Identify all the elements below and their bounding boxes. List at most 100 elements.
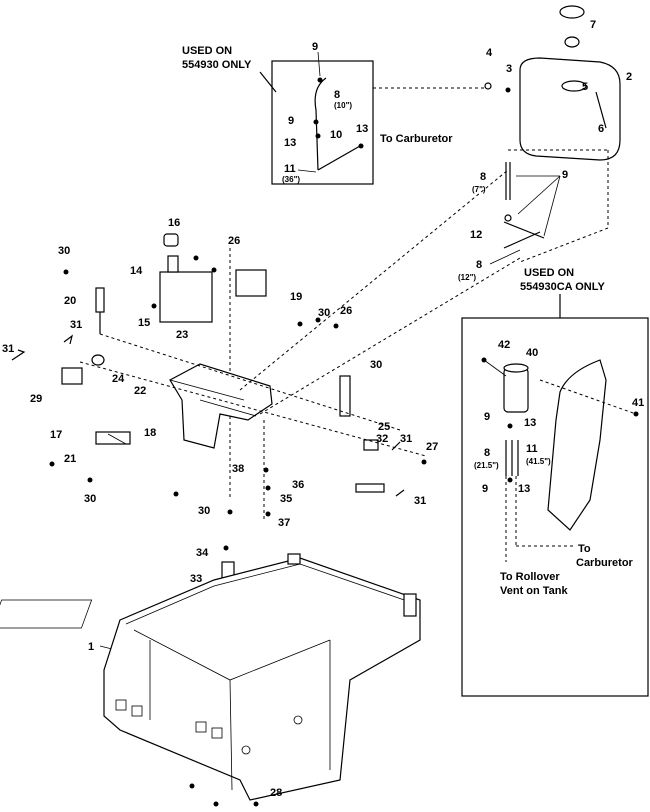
callout-26: 26 bbox=[340, 305, 352, 317]
callout-21: 21 bbox=[64, 453, 76, 465]
note-to: To bbox=[578, 543, 591, 555]
callout-5: 5 bbox=[582, 81, 588, 93]
callout-28: 28 bbox=[270, 787, 282, 799]
canister-bracket bbox=[547, 359, 607, 531]
tank-hoses: 8 (7") 9 12 8 (12") bbox=[458, 162, 609, 282]
callout-13: 13 bbox=[284, 137, 296, 149]
note-to-carburetor: To Carburetor bbox=[380, 133, 453, 145]
callout-8: 8 bbox=[476, 259, 482, 271]
bushing bbox=[363, 439, 379, 451]
callout-26: 26 bbox=[228, 235, 240, 247]
callout-31: 31 bbox=[400, 433, 412, 445]
callout-36: 36 bbox=[292, 479, 304, 491]
callout-16: 16 bbox=[168, 217, 180, 229]
inset-554930: USED ON 554930 ONLY 9 8 (10") 9 10 13 13… bbox=[182, 41, 486, 185]
control-tower: 22 30 26 30 25 32 31 27 31 38 36 35 30 3… bbox=[79, 169, 521, 529]
clamp bbox=[315, 133, 321, 139]
tank-body bbox=[519, 57, 621, 161]
callout-7: 7 bbox=[590, 19, 596, 31]
callout-30: 30 bbox=[318, 307, 330, 319]
callout-40: 40 bbox=[526, 347, 538, 359]
dim-41-5in: (41.5") bbox=[526, 457, 551, 466]
dim-7in: (7") bbox=[472, 185, 486, 194]
inset-title-line1: USED ON bbox=[524, 267, 574, 279]
callout-8: 8 bbox=[484, 447, 490, 459]
tank-filler-neck bbox=[561, 80, 587, 92]
callout-8: 8 bbox=[480, 171, 486, 183]
callout-9: 9 bbox=[482, 483, 488, 495]
inset-title-line1: USED ON bbox=[182, 45, 232, 57]
fitting bbox=[484, 82, 492, 90]
callout-10: 10 bbox=[330, 129, 342, 141]
callout-27: 27 bbox=[426, 441, 438, 453]
battery bbox=[235, 269, 267, 297]
clamp bbox=[358, 143, 364, 149]
main-frame: 34 33 1 28 bbox=[0, 545, 421, 807]
callout-13: 13 bbox=[356, 123, 368, 135]
callout-37: 37 bbox=[278, 517, 290, 529]
callout-3: 3 bbox=[506, 63, 512, 75]
relay bbox=[167, 255, 179, 273]
callout-9: 9 bbox=[562, 169, 568, 181]
callout-8: 8 bbox=[334, 89, 340, 101]
callout-18: 18 bbox=[144, 427, 156, 439]
frame-body bbox=[103, 557, 421, 801]
fuel-cap bbox=[559, 5, 585, 19]
gas-spring bbox=[95, 287, 105, 313]
callout-14: 14 bbox=[130, 265, 143, 277]
pin bbox=[355, 483, 385, 493]
vapor-canister bbox=[503, 367, 529, 413]
note-carburetor: Carburetor bbox=[576, 557, 634, 569]
callout-9: 9 bbox=[312, 41, 318, 53]
callout-25: 25 bbox=[378, 421, 390, 433]
dim-21-5in: (21.5") bbox=[474, 461, 499, 470]
note-to-rollover: To Rollover bbox=[500, 571, 560, 583]
callout-11: 11 bbox=[526, 443, 538, 455]
callout-15: 15 bbox=[138, 317, 150, 329]
cover bbox=[163, 233, 179, 247]
callout-31: 31 bbox=[414, 495, 426, 507]
callout-13: 13 bbox=[524, 417, 536, 429]
dim-36in: (36") bbox=[282, 175, 300, 184]
callout-11: 11 bbox=[284, 163, 296, 175]
clamp bbox=[313, 119, 319, 125]
callout-13: 13 bbox=[518, 483, 530, 495]
inset-title-line2: 554930 ONLY bbox=[182, 59, 252, 71]
callout-30: 30 bbox=[370, 359, 382, 371]
callout-41: 41 bbox=[632, 397, 644, 409]
callout-4: 4 bbox=[486, 47, 493, 59]
callout-34: 34 bbox=[196, 547, 209, 559]
fuel-hose bbox=[314, 77, 327, 171]
electrical-components: 16 26 14 19 15 23 bbox=[130, 217, 302, 500]
control-module bbox=[159, 271, 213, 323]
callout-42: 42 bbox=[498, 339, 510, 351]
callout-24: 24 bbox=[112, 373, 125, 385]
callout-30: 30 bbox=[198, 505, 210, 517]
clamp bbox=[317, 77, 323, 83]
callout-32: 32 bbox=[376, 433, 388, 445]
callout-12: 12 bbox=[470, 229, 482, 241]
callout-19: 19 bbox=[290, 291, 302, 303]
note-vent-on-tank: Vent on Tank bbox=[500, 585, 569, 597]
inset-border bbox=[271, 60, 374, 185]
switch bbox=[61, 367, 83, 385]
lock-bar bbox=[95, 431, 131, 445]
callout-20: 20 bbox=[64, 295, 76, 307]
inset-554930ca: USED ON 554930CA ONLY 42 40 41 9 13 8 (2… bbox=[461, 267, 649, 697]
callout-1: 1 bbox=[88, 641, 94, 653]
callout-31: 31 bbox=[70, 319, 82, 331]
gas-spring bbox=[339, 375, 351, 417]
inset-border bbox=[461, 317, 649, 697]
callout-23: 23 bbox=[176, 329, 188, 341]
left-parts: 30 20 31 31 24 29 17 18 21 30 bbox=[2, 245, 156, 505]
fuel-hose-branch bbox=[317, 145, 361, 171]
callout-31: 31 bbox=[2, 343, 14, 355]
callout-17: 17 bbox=[50, 429, 62, 441]
callout-2: 2 bbox=[626, 71, 632, 83]
inset-title-line2: 554930CA ONLY bbox=[520, 281, 605, 293]
callout-33: 33 bbox=[190, 573, 202, 585]
dim-12in: (12") bbox=[458, 273, 476, 282]
callout-9: 9 bbox=[288, 115, 294, 127]
callout-6: 6 bbox=[598, 123, 604, 135]
